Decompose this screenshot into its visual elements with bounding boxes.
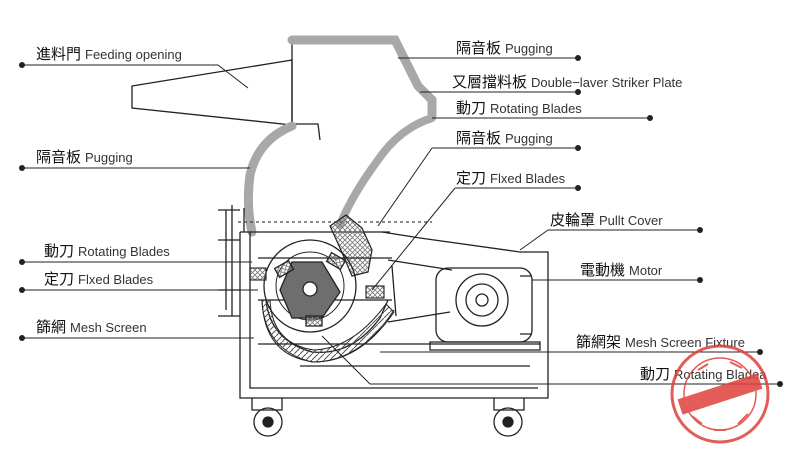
label-zh: 動刀 [44,242,75,260]
label-en: Pugging [505,41,553,56]
label-en: Flxed Blades [78,272,154,287]
motor-assembly [387,259,541,351]
label-en: Rotating Blades [490,101,582,116]
pugging-left [243,121,297,237]
protection-seal-stamp-icon [670,344,770,444]
label-zh: 隔音板 [456,129,502,147]
label-zh: 皮輪罩 [550,211,596,229]
label-zh: 動刀 [456,99,487,117]
label-en: Mesh Screen [70,320,147,335]
rotor [263,239,357,333]
wheels [251,398,525,437]
label-en: Motor [629,263,663,278]
wheel-left [253,407,283,437]
label-zh: 篩網 [36,318,67,336]
crusher-body [218,205,549,399]
label-zh: 隔音板 [456,39,502,57]
wheel-right [493,407,523,437]
label-zh: 又層擋料板 [452,73,528,91]
label-en: Pugging [505,131,553,146]
label-en: Pullt Cover [599,213,663,228]
label-en: Rotating Bladea [674,367,767,382]
label-zh: 電動機 [580,261,626,279]
label-zh: 篩網架 [576,333,622,351]
label-zh: 定刀 [456,169,487,187]
label-zh: 隔音板 [36,148,82,166]
pugging-top [287,35,437,121]
label-zh: 進料門 [36,45,82,63]
label-en: Rotating Blades [78,244,170,259]
pugging-shells [243,35,437,237]
label-en: Feeding opening [85,47,182,62]
label-en: Pugging [85,150,133,165]
label-zh: 定刀 [44,270,75,288]
fixed-blades [249,267,385,299]
label-zh: 動刀 [640,365,671,383]
pugging-right [336,114,436,229]
leader-dots [19,55,783,387]
label-en: Flxed Blades [490,171,566,186]
base-frame [258,343,540,367]
mesh-screen [261,299,395,363]
label-en: Double−laver Striker Plate [531,75,683,90]
leader-lines [22,57,780,385]
